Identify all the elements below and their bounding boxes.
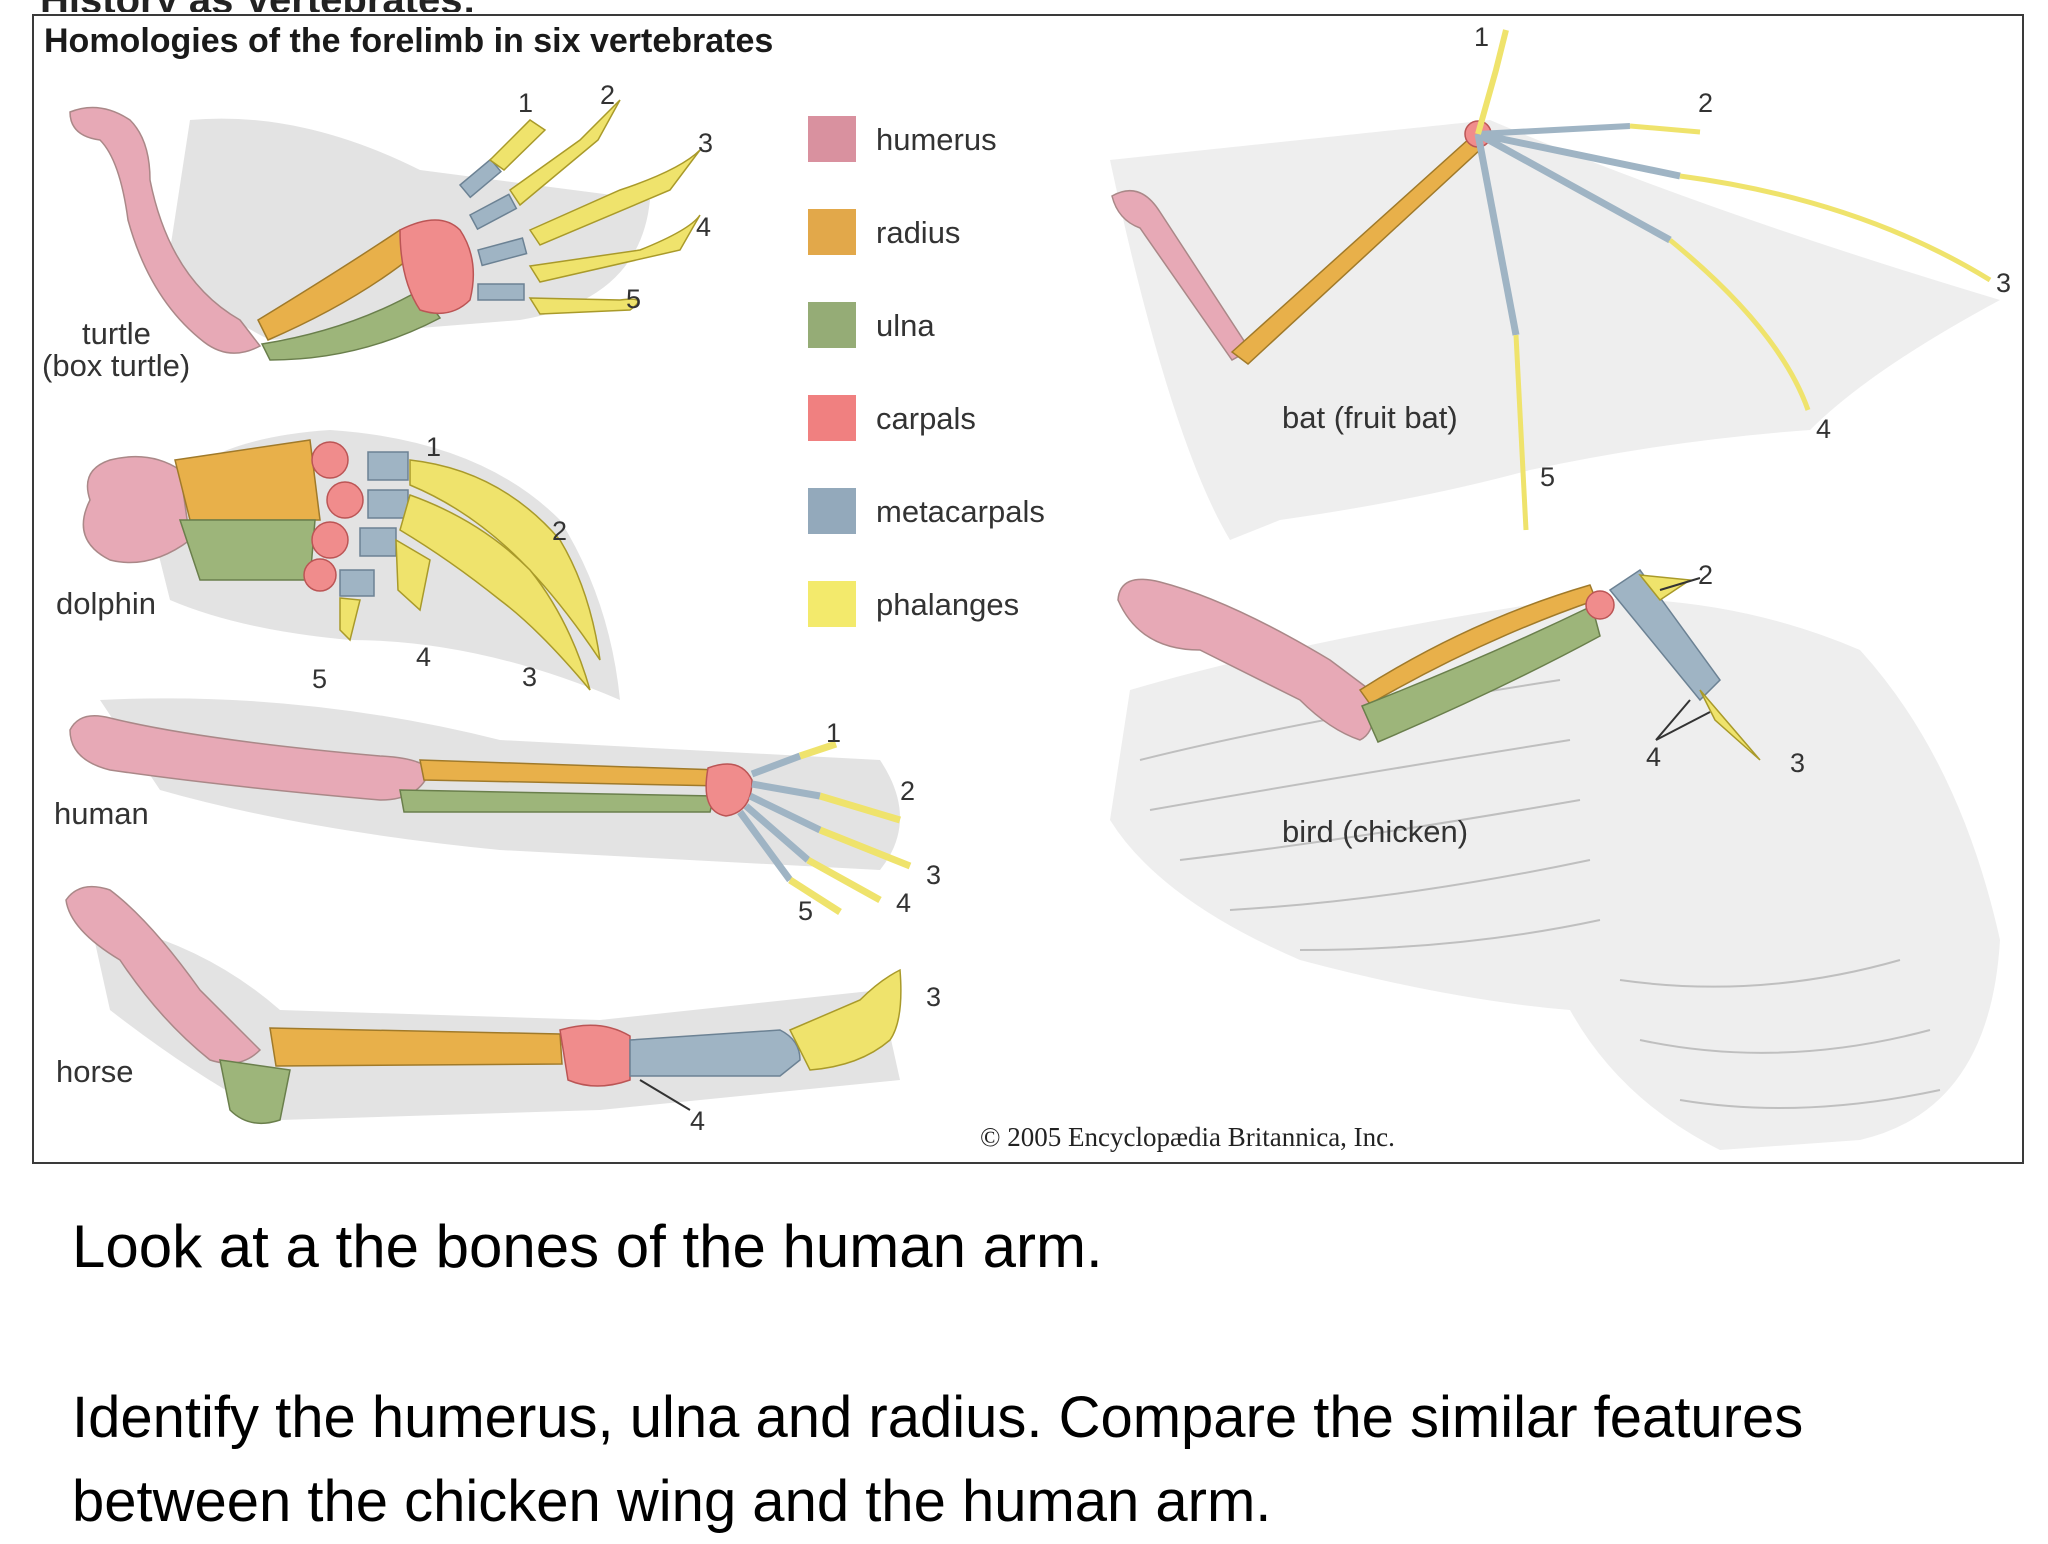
bird-digit-3-bone: [1699, 689, 1761, 761]
human-carpals: [705, 763, 753, 817]
dolphin-digit-1: 1: [426, 432, 441, 462]
bird-pointer-4a: [1655, 699, 1691, 741]
bat-digit-5: 5: [1540, 462, 1555, 492]
bird-pointer-4b: [1655, 711, 1711, 741]
bat-forelimb: bat (fruit bat) 1 2 3 4 5: [1110, 22, 2011, 540]
bird-forelimb: bird (chicken) 2 4 3: [1110, 560, 2000, 1150]
turtle-humerus: [69, 106, 262, 354]
bat-digit-3: 3: [1996, 268, 2011, 298]
bird-pointer-2: [1659, 577, 1701, 591]
bat-digit-1: 1: [1474, 22, 1489, 52]
dolphin-digit-4: 4: [416, 642, 431, 672]
human-label: human: [54, 796, 149, 831]
bird-digit-3: 3: [1790, 748, 1805, 778]
legend-label-metacarpals: metacarpals: [876, 494, 1045, 529]
human-digit-4: 4: [896, 888, 911, 918]
figure-title: Homologies of the forelimb in six verteb…: [44, 22, 774, 60]
bird-carpals: [1585, 590, 1615, 620]
bone-legend: humerus radius ulna carpals metacarpals phala…: [808, 116, 1045, 627]
horse-carpals: [559, 1024, 631, 1087]
turtle-carpals: [399, 219, 475, 315]
horse-humerus: [65, 885, 262, 1065]
bat-digit-4: 4: [1816, 414, 1831, 444]
turtle-digit-5: 5: [626, 284, 641, 314]
bird-metacarpals: [1608, 568, 1721, 702]
caption-instruction: Look at a the bones of the human arm.: [72, 1213, 1103, 1280]
bat-phalanx-5: [1513, 334, 1529, 531]
horse-radius: [269, 1027, 563, 1067]
bat-phalanx-4: [1668, 238, 1811, 411]
dolphin-carpals: [303, 441, 364, 592]
legend-swatch-humerus: [808, 116, 856, 162]
human-ulna: [399, 789, 715, 813]
turtle-digit-1: 1: [518, 88, 533, 118]
turtle-digit-4: 4: [696, 212, 711, 242]
bird-digit-4: 4: [1646, 742, 1661, 772]
turtle-digit-2: 2: [600, 80, 615, 110]
human-shadow: [100, 698, 900, 870]
legend-label-carpals: carpals: [876, 401, 976, 436]
bird-label: bird (chicken): [1282, 814, 1468, 849]
human-digit-5: 5: [798, 896, 813, 926]
bird-ulna: [1360, 604, 1601, 743]
dolphin-metacarpals: [339, 451, 409, 597]
legend-label-ulna: ulna: [876, 308, 935, 343]
caption-question: Identify the humerus, ulna and radius. C…: [72, 1385, 1804, 1534]
bird-digit-2: 2: [1698, 560, 1713, 590]
bat-wing-membrane: [1110, 120, 2000, 540]
bat-label: bat (fruit bat): [1282, 400, 1458, 435]
bat-metacarpal-4: [1476, 130, 1672, 244]
dolphin-radius: [174, 439, 321, 521]
cutoff-heading: History as Vertebrates:: [40, 0, 660, 12]
turtle-label-1: turtle: [82, 316, 151, 351]
legend-label-humerus: humerus: [876, 122, 997, 157]
bat-digit-2: 2: [1698, 88, 1713, 118]
legend-swatch-carpals: [808, 395, 856, 441]
horse-pointer-4: [639, 1079, 691, 1111]
legend-swatch-phalanges: [808, 581, 856, 627]
human-digit-2: 2: [900, 776, 915, 806]
turtle-phalanges: [488, 99, 701, 315]
copyright-notice: © 2005 Encyclopædia Britannica, Inc.: [980, 1122, 1395, 1152]
legend-label-phalanges: phalanges: [876, 587, 1019, 622]
dolphin-humerus: [82, 455, 191, 564]
bat-metacarpal-3: [1477, 130, 1681, 180]
legend-swatch-radius: [808, 209, 856, 255]
bat-phalanx-3: [1679, 173, 1992, 283]
turtle-forelimb: turtle (box turtle) 1 2 3 4 5: [42, 80, 713, 383]
bat-metacarpal-2: [1477, 123, 1631, 137]
horse-forelimb: horse 3 4: [56, 885, 941, 1136]
human-forelimb: human 1 2 3 5 4: [54, 698, 941, 926]
human-digit-1: 1: [826, 718, 841, 748]
horse-phalanges: [788, 968, 902, 1071]
legend-swatch-ulna: [808, 302, 856, 348]
horse-label: horse: [56, 1054, 134, 1089]
dolphin-ulna: [178, 519, 316, 581]
dolphin-label: dolphin: [56, 586, 156, 621]
turtle-digit-3: 3: [698, 128, 713, 158]
legend-label-radius: radius: [876, 215, 960, 250]
dolphin-forelimb: dolphin 1 2 5 4 3: [56, 430, 620, 700]
horse-digit-3: 3: [926, 982, 941, 1012]
horse-ulna: [219, 1059, 291, 1125]
dolphin-digit-5: 5: [312, 664, 327, 694]
human-metacarpals: [737, 752, 822, 883]
dolphin-phalanges: [339, 459, 601, 691]
turtle-ulna: [260, 289, 442, 361]
bat-metacarpal-5: [1474, 133, 1520, 336]
horse-digit-4: 4: [690, 1106, 705, 1136]
bird-wing-feathers: [1110, 598, 2000, 1150]
horse-metacarpal: [629, 1029, 801, 1077]
bat-phalanx-2: [1629, 123, 1701, 135]
dolphin-digit-3: 3: [522, 662, 537, 692]
legend-swatch-metacarpals: [808, 488, 856, 534]
dolphin-digit-2: 2: [552, 516, 567, 546]
turtle-metacarpals: [458, 158, 528, 301]
human-digit-3: 3: [926, 860, 941, 890]
human-phalanges: [788, 740, 912, 915]
bat-thumb: [1475, 29, 1509, 135]
turtle-label-2: (box turtle): [42, 348, 190, 383]
